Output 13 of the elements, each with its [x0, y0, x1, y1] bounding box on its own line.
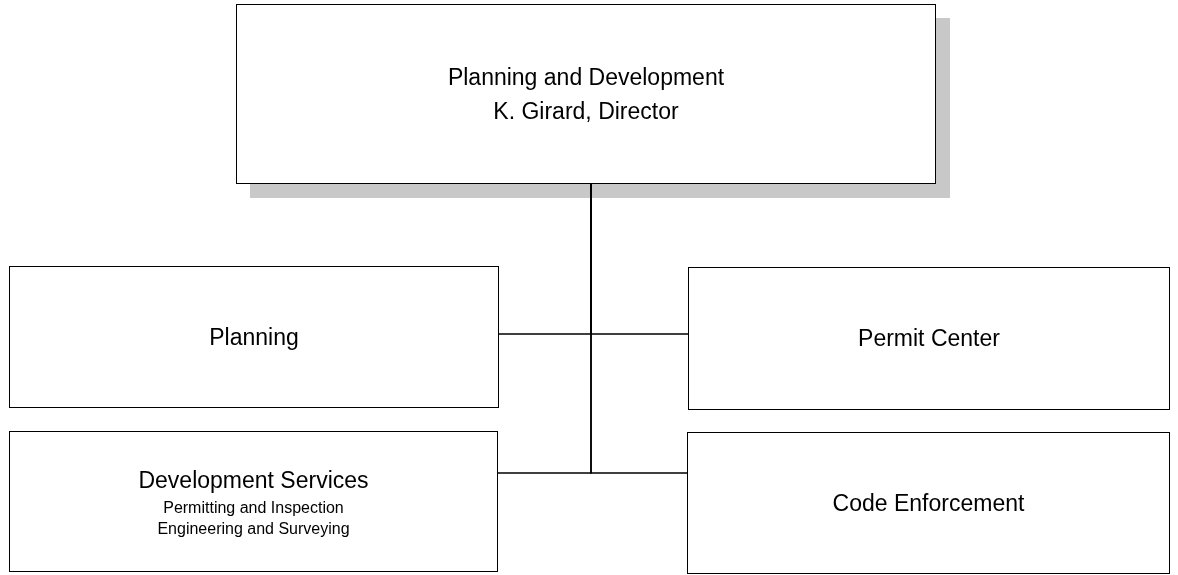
director-name: K. Girard, Director — [493, 97, 679, 126]
sub-unit-text: Engineering and Surveying — [157, 518, 350, 539]
unit-title: Planning — [209, 322, 299, 352]
org-box — [9, 431, 498, 572]
unit-title: Planning and Development — [447, 62, 725, 92]
unit-title: Permit Center — [858, 324, 1000, 354]
unit-title: Code Enforcement — [832, 488, 1025, 518]
org-box — [236, 4, 936, 184]
org-box — [687, 432, 1170, 574]
org-box — [688, 267, 1170, 410]
sub-unit-text: Permitting and Inspection — [163, 497, 344, 518]
org-box — [9, 266, 499, 408]
unit-title: Development Services — [138, 466, 369, 496]
